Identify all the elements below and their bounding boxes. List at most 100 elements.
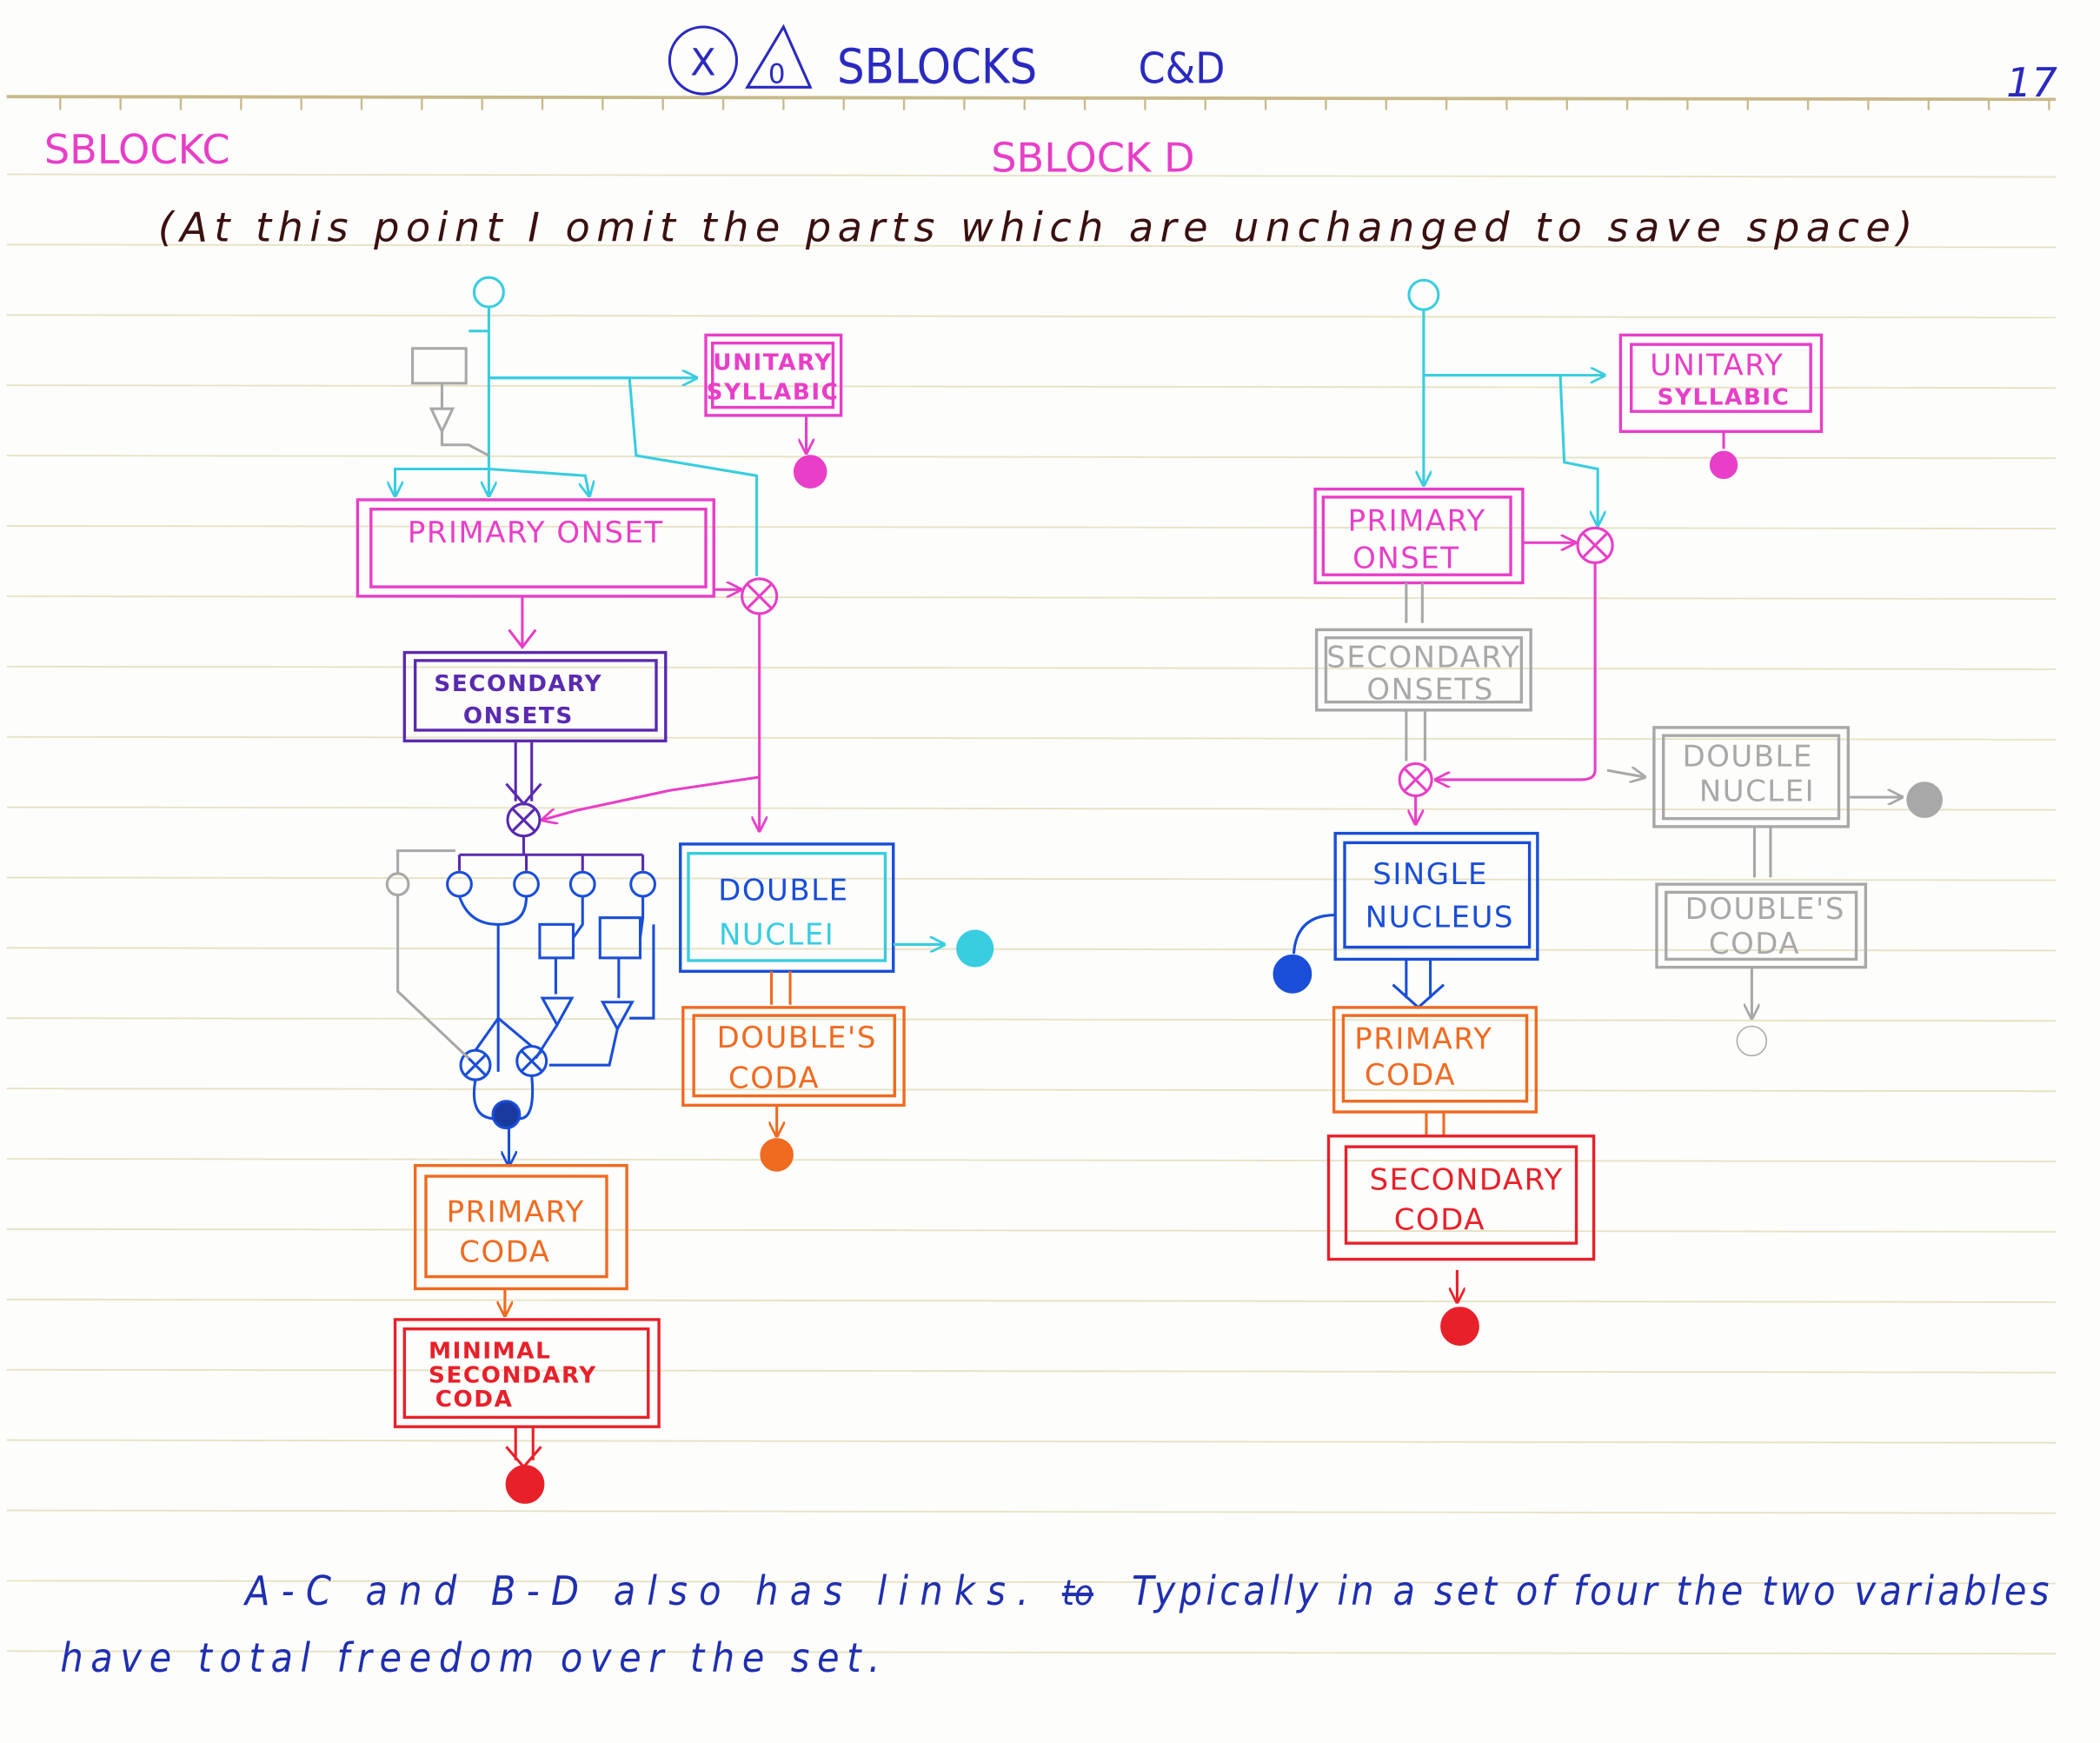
ruled-line <box>6 665 2057 670</box>
diagram-sblock-d: UNITARY SYLLABIC PRIMARY ONSET SECONDARY… <box>1273 278 1943 1346</box>
terminal-dot <box>491 1100 522 1130</box>
ruled-line <box>6 876 2057 881</box>
box-minimal-secondary-coda: MINIMAL SECONDARY CODA <box>393 1318 661 1504</box>
svg-text:DOUBLE'S: DOUBLE'S <box>1685 892 1845 926</box>
svg-text:NUCLEI: NUCLEI <box>719 917 834 951</box>
svg-text:CODA: CODA <box>728 1061 820 1094</box>
header-rule <box>6 95 2057 102</box>
page-number: 17 <box>2006 59 2057 106</box>
page-title-suffix: C&D <box>1139 43 1226 94</box>
footer-note: A-C and B-D also has links. to Typically… <box>60 1567 2049 1681</box>
section-c-title: SBLOCKC <box>44 126 230 173</box>
nucleus-network <box>446 870 656 1165</box>
ruled-line <box>6 1439 2057 1444</box>
svg-text:ONSETS: ONSETS <box>1366 673 1493 707</box>
svg-text:SINGLE: SINGLE <box>1372 857 1488 891</box>
footer-line2: have total freedom over the set. <box>60 1634 880 1681</box>
ruled-line <box>6 173 2057 178</box>
svg-text:PRIMARY ONSET: PRIMARY ONSET <box>408 516 664 549</box>
svg-text:MINIMAL: MINIMAL <box>429 1339 551 1365</box>
diagram-sblock-c: UNITARY SYLLABIC PRIMARY ONSET SECONDARY… <box>356 276 994 1504</box>
ruled-line <box>6 1368 2057 1374</box>
box-single-nucleus: SINGLE NUCLEUS <box>1273 831 1539 1009</box>
ruled-line <box>6 947 2057 952</box>
ruled-line <box>6 1580 2057 1585</box>
terminal-dot <box>1906 782 1943 818</box>
box-primary-onset: PRIMARY ONSET <box>1313 487 1614 824</box>
footer-line1-b: Typically in a set of four the two varia… <box>1132 1567 2049 1614</box>
svg-text:NUCLEUS: NUCLEUS <box>1366 900 1514 934</box>
svg-text:ONSET: ONSET <box>1352 542 1459 575</box>
terminal-dot <box>760 1138 794 1172</box>
circle-x-symbol <box>668 25 738 96</box>
section-d-title: SBLOCK D <box>991 134 1194 181</box>
ruled-line <box>6 525 2057 529</box>
ruled-line <box>6 806 2057 811</box>
page-header: X 0 SBLOCKS C&D 17 <box>668 23 2057 106</box>
terminal-dot <box>1273 955 1312 994</box>
svg-text:UNITARY: UNITARY <box>713 349 833 376</box>
svg-text:SYLLABIC: SYLLABIC <box>707 379 840 405</box>
svg-text:DOUBLE: DOUBLE <box>1683 740 1813 774</box>
box-secondary-coda: SECONDARY CODA <box>1326 1134 1596 1346</box>
ruled-line <box>6 1158 2057 1163</box>
svg-text:PRIMARY: PRIMARY <box>1354 1022 1492 1056</box>
ruled-line <box>6 735 2057 741</box>
ruled-line <box>6 1227 2057 1233</box>
page-title: SBLOCKS <box>837 40 1037 96</box>
svg-text:CODA: CODA <box>1365 1058 1456 1092</box>
ruled-line <box>6 314 2057 319</box>
box-unitary-syllabic: UNITARY SYLLABIC <box>704 333 843 489</box>
svg-text:CODA: CODA <box>435 1387 514 1413</box>
svg-text:NUCLEI: NUCLEI <box>1699 775 1815 808</box>
svg-text:UNITARY: UNITARY <box>1650 349 1784 383</box>
triangle-symbol <box>745 23 813 89</box>
box-double-nuclei: DOUBLE NUCLEI <box>679 842 994 973</box>
svg-text:SYLLABIC: SYLLABIC <box>1658 385 1791 411</box>
box-unitary-syllabic: UNITARY SYLLABIC <box>1618 333 1824 480</box>
terminal-dot <box>505 1465 545 1504</box>
gray-box <box>411 347 468 385</box>
terminal-dot <box>1736 1025 1768 1057</box>
svg-text:SECONDARY: SECONDARY <box>434 671 602 697</box>
terminal-dot <box>956 929 994 968</box>
svg-text:PRIMARY: PRIMARY <box>447 1194 585 1228</box>
start-node <box>472 276 505 309</box>
box-secondary-onsets: SECONDARY ONSETS <box>1314 582 1645 776</box>
box-double-nuclei: DOUBLE NUCLEI <box>1652 726 1943 878</box>
svg-text:CODA: CODA <box>459 1235 550 1269</box>
terminal-dot <box>1709 450 1738 480</box>
svg-text:SECONDARY: SECONDARY <box>429 1362 597 1388</box>
box-secondary-onsets: SECONDARY ONSETS <box>402 650 668 871</box>
svg-text:DOUBLE: DOUBLE <box>718 874 848 908</box>
ruled-line <box>6 455 2057 460</box>
svg-text:SECONDARY: SECONDARY <box>1326 641 1520 675</box>
ruled-lines <box>6 173 2057 1655</box>
svg-text:ONSETS: ONSETS <box>463 703 574 729</box>
gray-triangle <box>429 407 455 435</box>
ruled-line <box>6 1017 2057 1022</box>
terminal-dot <box>793 455 827 489</box>
note-text: (At this point I omit the parts which ar… <box>158 204 1912 251</box>
box-doubles-coda: DOUBLE'S CODA <box>1655 882 1868 1057</box>
ruled-line <box>6 1509 2057 1514</box>
ruled-line <box>6 595 2057 600</box>
header-ticks <box>59 97 2050 110</box>
box-doubles-coda: DOUBLE'S CODA <box>681 971 906 1172</box>
start-node <box>1407 278 1440 311</box>
ruled-line <box>6 243 2057 249</box>
box-primary-coda: PRIMARY CODA <box>1332 1006 1538 1136</box>
ruled-line <box>6 1650 2057 1655</box>
footer-line1-a: A-C and B-D also has links. <box>243 1567 1028 1614</box>
svg-text:CODA: CODA <box>1394 1203 1485 1237</box>
ruled-line <box>6 1088 2057 1093</box>
ruled-line <box>6 1298 2057 1303</box>
circle-x-letter: X <box>690 41 716 84</box>
footer-line1-strike: to <box>1062 1573 1093 1613</box>
box-primary-onset: PRIMARY ONSET <box>356 498 779 831</box>
svg-text:SECONDARY: SECONDARY <box>1370 1162 1564 1196</box>
svg-text:PRIMARY: PRIMARY <box>1348 503 1486 537</box>
box-primary-coda: PRIMARY CODA <box>413 1164 628 1316</box>
svg-text:CODA: CODA <box>1709 927 1800 961</box>
